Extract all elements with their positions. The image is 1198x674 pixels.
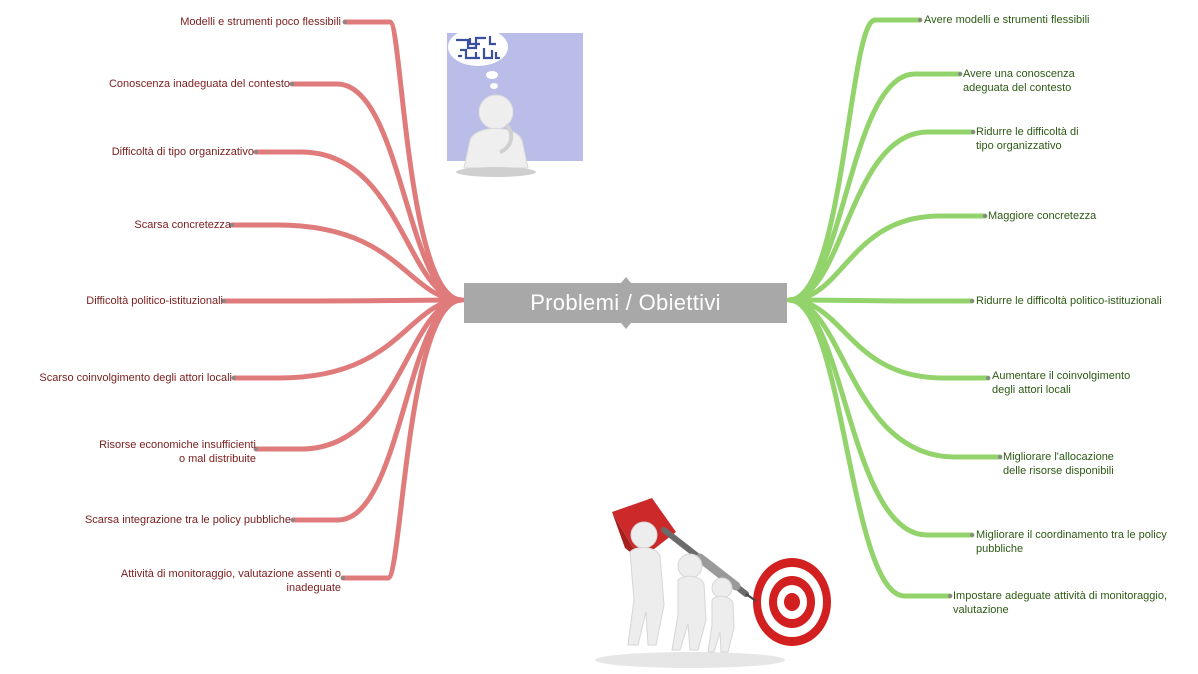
objective-node[interactable]: Ridurre le difficoltà di tipo organizzat…: [976, 125, 1079, 153]
objective-label-line: Migliorare il coordinamento tra le polic…: [976, 529, 1167, 541]
objective-branch-line: [786, 297, 991, 381]
problem-branch-line: [340, 297, 465, 581]
problem-node[interactable]: Scarso coinvolgimento degli attori local…: [39, 371, 232, 385]
thinking-person-maze-icon: [447, 28, 583, 177]
problem-branch-line: [221, 297, 465, 304]
objective-branch-line: [786, 297, 975, 304]
central-node-title: Problemi / Obiettivi: [530, 290, 721, 315]
objective-node[interactable]: Maggiore concretezza: [988, 209, 1096, 223]
problem-branch-line: [253, 149, 465, 303]
problem-node[interactable]: Scarsa concretezza: [134, 218, 231, 232]
problem-label-line: Scarsa concretezza: [134, 219, 231, 231]
objective-label-line: adeguata del contesto: [963, 82, 1072, 94]
objective-label-line: valutazione: [953, 604, 1009, 616]
branch-end-dot: [998, 455, 1002, 459]
problem-branch-line: [253, 297, 465, 452]
expand-up-icon: [621, 277, 631, 283]
problem-label-line: Difficoltà politico-istituzionali: [86, 295, 223, 307]
objective-node[interactable]: Avere modelli e strumenti flessibili: [924, 13, 1089, 27]
team-dart-target-icon: [595, 498, 831, 668]
branch-end-dot: [290, 82, 294, 86]
target-icon: [753, 558, 831, 646]
objective-label-line: Aumentare il coinvolgimento: [992, 370, 1131, 382]
problem-label-line: Attività di monitoraggio, valutazione as…: [120, 568, 341, 580]
branch-end-dot: [986, 376, 990, 380]
objective-branch-line: [786, 297, 953, 599]
problem-branch-line: [342, 19, 465, 303]
problem-label-line: Difficoltà di tipo organizzativo: [111, 146, 254, 158]
objective-label-line: Migliorare l'allocazione: [1003, 451, 1114, 463]
branch-end-dot: [254, 447, 258, 451]
objective-node[interactable]: Aumentare il coinvolgimento degli attori…: [992, 369, 1130, 397]
problem-branch-line: [229, 222, 465, 303]
objective-label-line: Avere modelli e strumenti flessibili: [924, 14, 1090, 26]
objective-branches: [786, 17, 1003, 599]
problem-label-line: Conoscenza inadeguata del contesto: [108, 78, 290, 90]
branch-end-dot: [222, 299, 226, 303]
problem-label-line: Modelli e strumenti poco flessibili: [180, 16, 341, 28]
objective-label-line: tipo organizzativo: [976, 140, 1062, 152]
objective-label-line: Maggiore concretezza: [988, 210, 1097, 222]
branch-end-dot: [970, 533, 974, 537]
problem-label-line: Scarso coinvolgimento degli attori local…: [39, 372, 232, 384]
branch-end-dot: [254, 150, 258, 154]
branch-end-dot: [291, 518, 295, 522]
objective-branch-line: [786, 213, 988, 303]
branch-end-dot: [918, 18, 922, 22]
objective-label-line: pubbliche: [976, 543, 1024, 555]
problem-label-line: inadeguate: [286, 582, 341, 594]
problem-label-line: Scarsa integrazione tra le policy pubbli…: [84, 514, 291, 526]
objective-node[interactable]: Migliorare il coordinamento tra le polic…: [976, 528, 1167, 556]
problem-node[interactable]: Attività di monitoraggio, valutazione as…: [121, 567, 341, 595]
objective-node[interactable]: Ridurre le difficoltà politico-istituzio…: [976, 294, 1162, 308]
branch-end-dot: [948, 594, 952, 598]
objective-label-line: Avere una conoscenza: [963, 68, 1075, 80]
objective-branch-line: [786, 71, 963, 303]
branch-end-dot: [971, 130, 975, 134]
objective-node[interactable]: Migliorare l'allocazione delle risorse d…: [1003, 450, 1114, 478]
problem-node[interactable]: Difficoltà politico-istituzionali: [86, 294, 223, 308]
problem-node[interactable]: Difficoltà di tipo organizzativo: [112, 145, 254, 159]
branch-end-dot: [343, 20, 347, 24]
problem-branch-line: [231, 297, 465, 381]
objective-label-line: Ridurre le difficoltà politico-istituzio…: [976, 295, 1162, 307]
problem-branches: [221, 19, 465, 581]
problem-branch-line: [289, 81, 465, 303]
problem-node[interactable]: Risorse economiche insufficienti o mal d…: [99, 438, 256, 466]
central-node[interactable]: Problemi / Obiettivi: [464, 277, 787, 329]
branch-end-dot: [983, 214, 987, 218]
branch-end-dot: [232, 376, 236, 380]
objective-label-line: degli attori locali: [992, 384, 1071, 396]
branch-end-dot: [341, 576, 345, 580]
branch-end-dot: [958, 72, 962, 76]
objective-branch-line: [786, 297, 1003, 460]
expand-down-icon: [621, 323, 631, 329]
objective-node[interactable]: Impostare adeguate attività di monitorag…: [953, 589, 1167, 617]
objective-node[interactable]: Avere una conoscenza adeguata del contes…: [963, 67, 1075, 95]
branch-end-dot: [230, 223, 234, 227]
objective-label-line: Ridurre le difficoltà di: [976, 126, 1079, 138]
problem-label-line: o mal distribuite: [178, 453, 256, 465]
problem-node[interactable]: Conoscenza inadeguata del contesto: [109, 77, 290, 91]
objective-label-line: delle risorse disponibili: [1003, 465, 1114, 477]
problem-node[interactable]: Scarsa integrazione tra le policy pubbli…: [85, 513, 291, 527]
objective-branch-line: [786, 129, 976, 303]
branch-end-dot: [970, 299, 974, 303]
objective-label-line: Impostare adeguate attività di monitorag…: [953, 590, 1168, 602]
problem-label-line: Risorse economiche insufficienti: [99, 439, 256, 451]
problem-node[interactable]: Modelli e strumenti poco flessibili: [180, 15, 341, 29]
